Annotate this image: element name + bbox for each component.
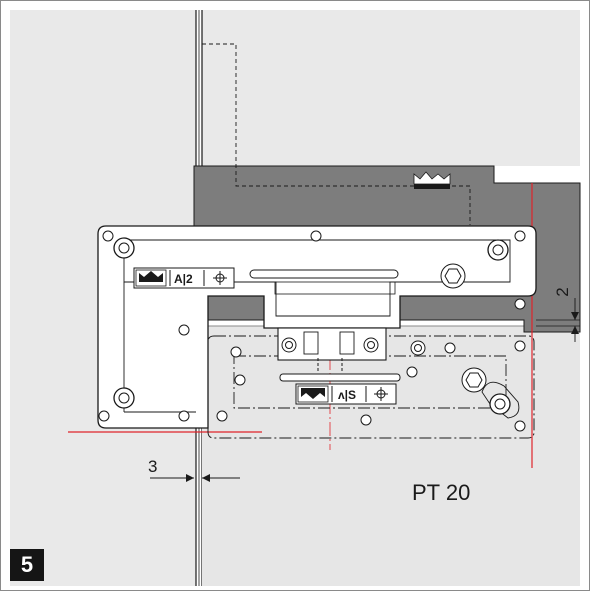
screw-icons bbox=[113, 237, 511, 415]
plate-lower-code: ʌ|S bbox=[338, 388, 356, 402]
hidden-outline bbox=[202, 43, 471, 225]
step-number-badge: 5 bbox=[10, 549, 44, 581]
dimension-gap-top: 2 bbox=[536, 287, 580, 342]
door-leaf bbox=[202, 326, 580, 586]
dimension-gap-bottom: 3 bbox=[148, 457, 240, 482]
mounting-holes bbox=[98, 230, 526, 432]
dorma-logo-icon bbox=[301, 388, 325, 399]
dorma-logo-icon bbox=[413, 171, 451, 189]
lower-plate-label: ʌ|S bbox=[295, 383, 397, 405]
plate-upper-code: A|2 bbox=[174, 272, 193, 286]
upper-glass-panel bbox=[202, 10, 580, 166]
dorma-logo-icon bbox=[139, 271, 163, 282]
model-label: PT 20 bbox=[412, 480, 470, 505]
dimension-label-bottom: 3 bbox=[148, 457, 157, 476]
target-icon bbox=[213, 271, 227, 285]
target-icon bbox=[374, 387, 388, 401]
upper-plate-label: A|2 bbox=[133, 267, 235, 289]
dimension-label-top: 2 bbox=[553, 287, 572, 296]
